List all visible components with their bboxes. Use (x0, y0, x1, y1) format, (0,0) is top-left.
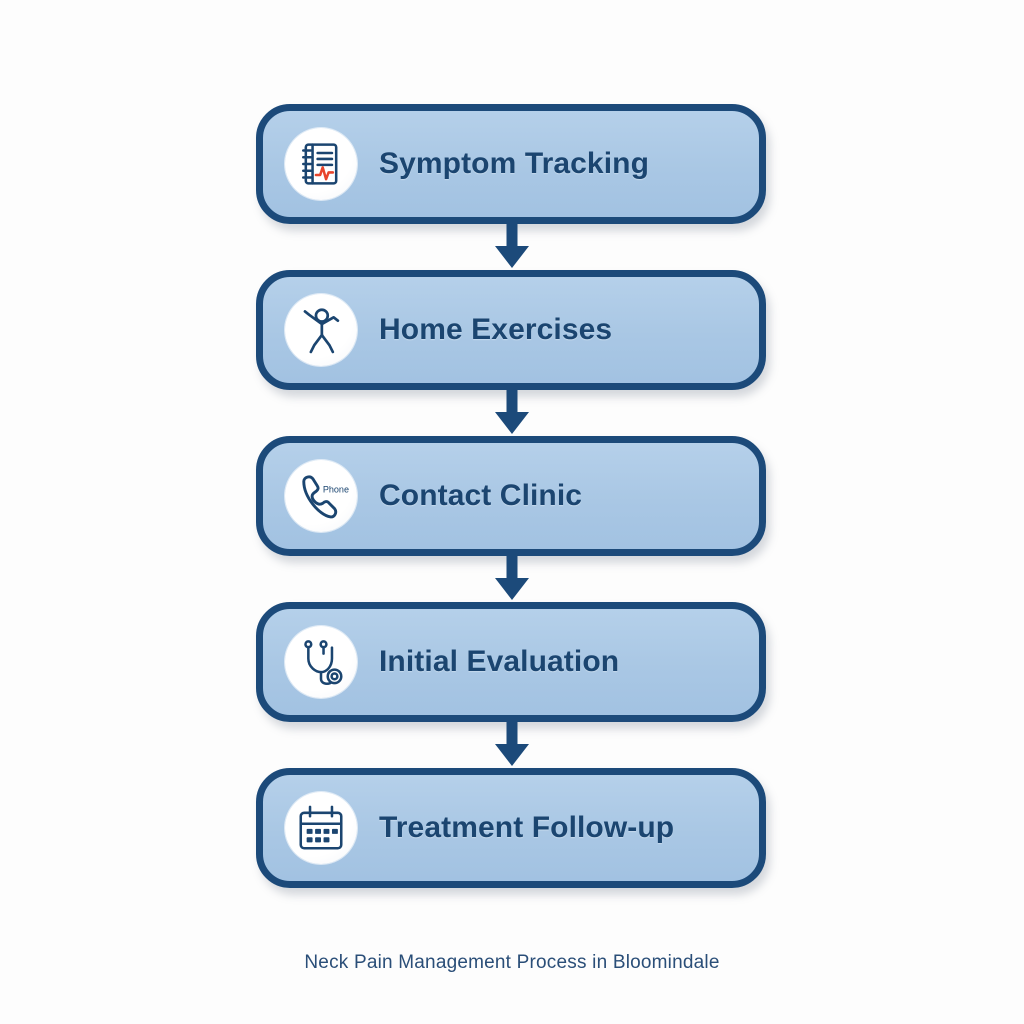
flow-node-home-exercises[interactable]: Home Exercises (256, 270, 766, 390)
exercising-person-icon (285, 294, 357, 366)
flow-arrow-1 (256, 222, 768, 270)
flow-node-symptom-tracking[interactable]: Symptom Tracking (256, 104, 766, 224)
phone-handset-icon: Phone (285, 460, 357, 532)
phone-icon-text: Phone (323, 484, 349, 494)
calendar-icon (285, 792, 357, 864)
flow-node-label: Symptom Tracking (379, 147, 650, 180)
diagram-caption: Neck Pain Management Process in Bloomind… (304, 952, 720, 973)
arrow-shaft (506, 222, 518, 252)
flow-node-label: Contact Clinic (379, 479, 583, 512)
arrow-head-icon (495, 246, 529, 268)
flow-node-label: Treatment Follow-up (379, 811, 675, 844)
arrow-head-icon (495, 744, 529, 766)
flow-arrow-3 (256, 554, 768, 602)
notebook-pulse-icon (285, 128, 357, 200)
flow-node-treatment-followup[interactable]: Treatment Follow-up (256, 768, 766, 888)
flow-node-column: Symptom Tracking Home (256, 104, 768, 888)
flow-arrow-2 (256, 388, 768, 436)
arrow-shaft (506, 388, 518, 418)
arrow-shaft (506, 554, 518, 584)
flow-node-label: Initial Evaluation (379, 645, 620, 678)
arrow-shaft (506, 720, 518, 750)
arrow-head-icon (495, 578, 529, 600)
arrow-head-icon (495, 412, 529, 434)
flow-node-label: Home Exercises (379, 313, 613, 346)
stethoscope-icon (285, 626, 357, 698)
flow-node-initial-evaluation[interactable]: Initial Evaluation (256, 602, 766, 722)
flow-node-contact-clinic[interactable]: Phone Contact Clinic (256, 436, 766, 556)
flow-arrow-4 (256, 720, 768, 768)
